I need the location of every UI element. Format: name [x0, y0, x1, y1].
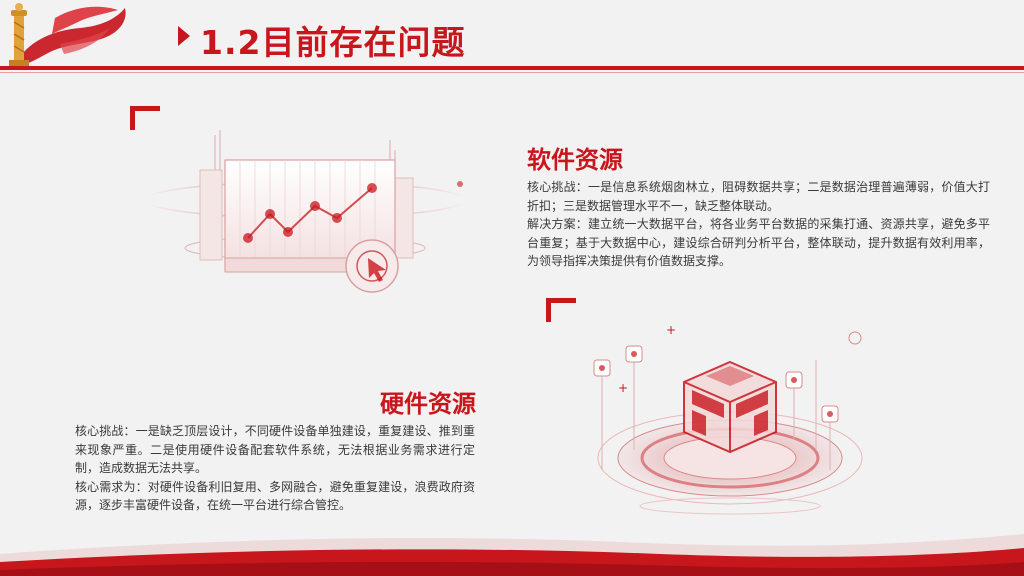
hardware-needs-text: 核心需求为：对硬件设备利旧复用、多网融合，避免重复建设，浪费政府资源，逐步丰富硬… — [75, 479, 475, 513]
header-divider — [0, 66, 1024, 70]
svg-text:+: + — [618, 381, 628, 395]
title-arrow-icon — [178, 26, 190, 46]
hardware-title: 硬件资源 — [380, 390, 476, 418]
hardware-description: 核心挑战：一是缺乏顶层设计，不同硬件设备单独建设，重复建设、推到重来现象严重。二… — [75, 422, 475, 515]
header-divider-thin — [0, 72, 1024, 73]
header: 1.2目前存在问题 — [0, 0, 1024, 73]
software-challenge-text: 核心挑战：一是信息系统烟囱林立，阻碍数据共享；二是数据治理普遍薄弱，价值大打折扣… — [527, 180, 990, 213]
emblem-icon — [9, 3, 126, 66]
hardware-challenge-text: 核心挑战：一是缺乏顶层设计，不同硬件设备单独建设，重复建设、推到重来现象严重。二… — [75, 424, 475, 475]
software-title: 软件资源 — [527, 146, 623, 174]
page-title: 1.2目前存在问题 — [200, 23, 466, 62]
svg-text:+: + — [666, 323, 676, 337]
corner-bracket-software — [130, 106, 160, 130]
footer-wave — [0, 534, 1024, 576]
corner-bracket-hardware — [546, 298, 576, 322]
cube-platform-illustration: + + — [593, 323, 863, 515]
cursor-click-icon — [345, 239, 399, 293]
software-description: 核心挑战：一是信息系统烟囱林立，阻碍数据共享；二是数据治理普遍薄弱，价值大打折扣… — [527, 178, 990, 271]
software-solution-text: 解决方案：建立统一大数据平台，将各业务平台数据的采集打通、资源共享，避免多平台重… — [527, 217, 990, 268]
line-chart-illustration — [144, 130, 466, 293]
